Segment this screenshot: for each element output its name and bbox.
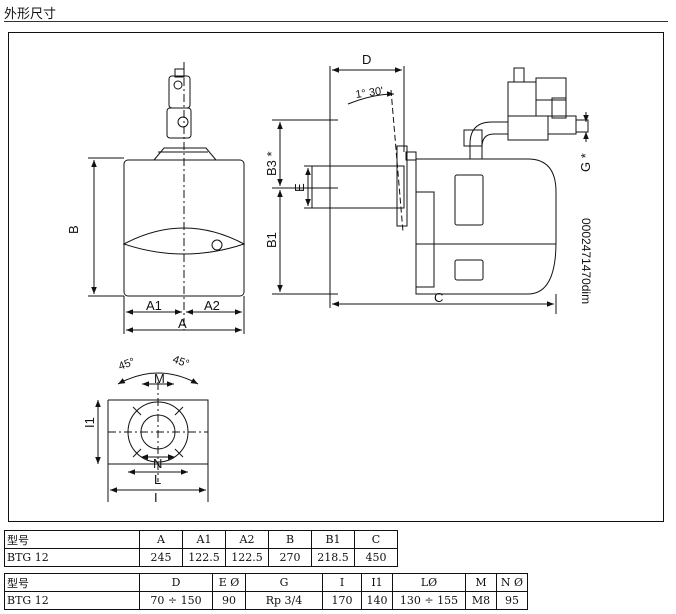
table-cell: 140 <box>361 591 393 610</box>
dim-label-b: B <box>66 225 81 234</box>
technical-drawing: B A1 A2 A D 1° 30' B3 * E B1 C G * 00024… <box>66 52 593 505</box>
table-header-row: 型号 A A1 A2 B B1 C <box>4 530 398 549</box>
drawing-frame <box>8 32 664 522</box>
header-cell: C <box>354 530 398 549</box>
table-cell: BTG 12 <box>4 591 140 610</box>
front-view <box>122 62 246 330</box>
dim-label-i1: I1 <box>82 417 97 428</box>
table-cell: BTG 12 <box>4 548 140 567</box>
dim-label-a1: A1 <box>146 298 162 313</box>
table-cell: 245 <box>139 548 183 567</box>
table-cell: 130 ÷ 155 <box>392 591 466 610</box>
dim-label-m: M <box>154 371 165 386</box>
header-cell: LØ <box>392 573 466 592</box>
dim-label-b3: B3 * <box>264 151 279 176</box>
dim-label-d: D <box>362 52 371 67</box>
table-row: BTG 12 70 ÷ 150 90 Rp 3/4 170 140 130 ÷ … <box>4 591 528 610</box>
table-header-row: 型号 D E Ø G I I1 LØ M N Ø <box>4 573 528 592</box>
header-cell: M <box>465 573 497 592</box>
header-cell: N Ø <box>496 573 528 592</box>
spec-table-2: 型号 D E Ø G I I1 LØ M N Ø BTG 12 70 ÷ 150… <box>4 573 528 610</box>
header-cell: 型号 <box>4 530 140 549</box>
dim-label-i: I <box>154 490 158 505</box>
page-title: 外形尺寸 <box>4 7 57 22</box>
dim-label-a: A <box>178 316 187 331</box>
table-cell: 450 <box>354 548 398 567</box>
angle-label-left: 45° <box>117 356 137 373</box>
table-cell: 70 ÷ 150 <box>139 591 213 610</box>
header-cell: I1 <box>361 573 393 592</box>
header-cell: B <box>268 530 312 549</box>
dim-label-a2: A2 <box>204 298 220 313</box>
dim-label-b1: B1 <box>264 232 279 248</box>
dim-label-angle: 1° 30' <box>355 85 384 101</box>
header-cell: 型号 <box>4 573 140 592</box>
header-cell: E Ø <box>212 573 246 592</box>
flange-view <box>107 382 209 482</box>
header-cell: D <box>139 573 213 592</box>
table-cell: 90 <box>212 591 246 610</box>
dim-label-n: N <box>153 456 162 471</box>
table-cell: 218.5 <box>311 548 355 567</box>
drawing-code: 0002471470dim <box>579 218 593 304</box>
dim-label-l: L <box>154 472 161 487</box>
title-underline <box>4 21 668 22</box>
header-cell: A2 <box>225 530 269 549</box>
spec-table-1: 型号 A A1 A2 B B1 C BTG 12 245 122.5 122.5… <box>4 530 398 567</box>
dim-label-c: C <box>434 290 443 305</box>
dim-label-e: E <box>292 183 307 192</box>
table-cell: Rp 3/4 <box>245 591 323 610</box>
table-row: BTG 12 245 122.5 122.5 270 218.5 450 <box>4 548 398 567</box>
header-cell: B1 <box>311 530 355 549</box>
table-cell: 270 <box>268 548 312 567</box>
table-cell: 170 <box>322 591 362 610</box>
header-cell: I <box>322 573 362 592</box>
header-cell: G <box>245 573 323 592</box>
side-view <box>311 67 589 295</box>
angle-label-right: 45° <box>171 354 191 371</box>
table-cell: 95 <box>496 591 528 610</box>
header-cell: A1 <box>182 530 226 549</box>
dim-label-g: G * <box>578 153 593 172</box>
table-cell: 122.5 <box>182 548 226 567</box>
table-cell: 122.5 <box>225 548 269 567</box>
header-cell: A <box>139 530 183 549</box>
table-cell: M8 <box>465 591 497 610</box>
